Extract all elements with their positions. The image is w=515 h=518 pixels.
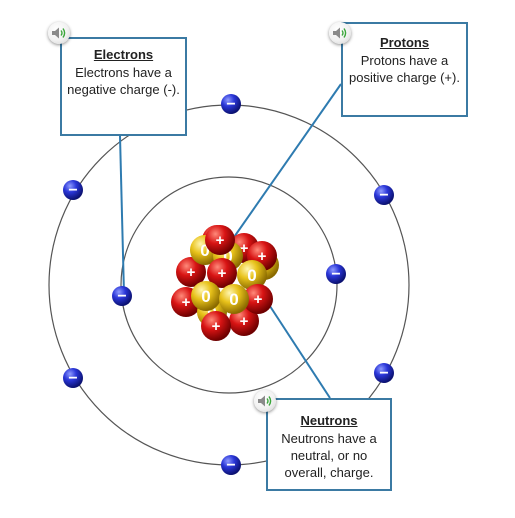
proton-11-symbol: +: [258, 248, 267, 265]
electron-4-symbol: −: [331, 266, 340, 283]
electron-6: −: [63, 368, 83, 388]
proton-4: +: [176, 257, 206, 287]
neutrons-callout: Neutrons Neutrons have a neutral, or no …: [266, 398, 392, 491]
electron-2-symbol: −: [68, 182, 77, 199]
electron-4: −: [326, 264, 346, 284]
electrons-audio-button[interactable]: [48, 22, 70, 44]
neutron-15-symbol: 0: [201, 287, 210, 306]
proton-2-symbol: +: [240, 240, 249, 257]
electrons-callout: Electrons Electrons have a negative char…: [60, 37, 187, 136]
electrons: − − − − − − − −: [63, 94, 394, 475]
neutrons-title: Neutrons: [300, 413, 358, 428]
neutrons-description: Neutrons have a neutral, or no overall, …: [281, 431, 377, 480]
proton-14: +: [243, 284, 273, 314]
neutron-13-symbol: 0: [247, 266, 256, 285]
protons-callout: Protons Protons have a positive charge (…: [341, 22, 468, 117]
neutron-13: 0: [237, 260, 267, 290]
protons-audio-button[interactable]: [329, 22, 351, 44]
electron-8-symbol: −: [226, 457, 235, 474]
speaker-icon: [258, 395, 272, 407]
electron-3: −: [374, 185, 394, 205]
proton-5-symbol: +: [182, 294, 191, 311]
proton-17-symbol: +: [216, 232, 225, 249]
electron-7: −: [374, 363, 394, 383]
electron-2: −: [63, 180, 83, 200]
electron-7-symbol: −: [379, 365, 388, 382]
neutron-16: 0: [219, 284, 249, 314]
protons-leader-line: [231, 83, 342, 241]
electron-1: −: [221, 94, 241, 114]
proton-8: +: [201, 311, 231, 341]
proton-7-symbol: +: [240, 313, 249, 330]
speaker-icon: [52, 27, 66, 39]
neutrons-audio-button[interactable]: [254, 390, 276, 412]
proton-17: +: [205, 225, 235, 255]
proton-12-symbol: +: [218, 265, 227, 282]
neutrons-leader-line: [263, 296, 331, 399]
electron-1-symbol: −: [226, 96, 235, 113]
proton-12: +: [207, 258, 237, 288]
electron-5: −: [112, 286, 132, 306]
speaker-icon: [333, 27, 347, 39]
electrons-description: Electrons have a negative charge (-).: [67, 65, 180, 97]
electron-8: −: [221, 455, 241, 475]
inner-orbit: [120, 176, 338, 394]
protons-description: Protons have a positive charge (+).: [349, 53, 460, 85]
protons-title: Protons: [379, 35, 430, 50]
electrons-leader-line: [119, 135, 125, 295]
nucleus: ++0++0++00++0+00+: [171, 225, 279, 341]
neutron-9-symbol: 0: [200, 241, 209, 260]
proton-8-symbol: +: [212, 318, 221, 335]
electron-6-symbol: −: [68, 370, 77, 387]
proton-4-symbol: +: [187, 264, 196, 281]
neutron-15: 0: [191, 281, 221, 311]
electron-5-symbol: −: [117, 288, 126, 305]
proton-14-symbol: +: [254, 291, 263, 308]
electron-3-symbol: −: [379, 187, 388, 204]
neutron-16-symbol: 0: [229, 290, 238, 309]
neutron-10-symbol: 0: [223, 247, 232, 266]
electrons-title: Electrons: [93, 47, 154, 62]
